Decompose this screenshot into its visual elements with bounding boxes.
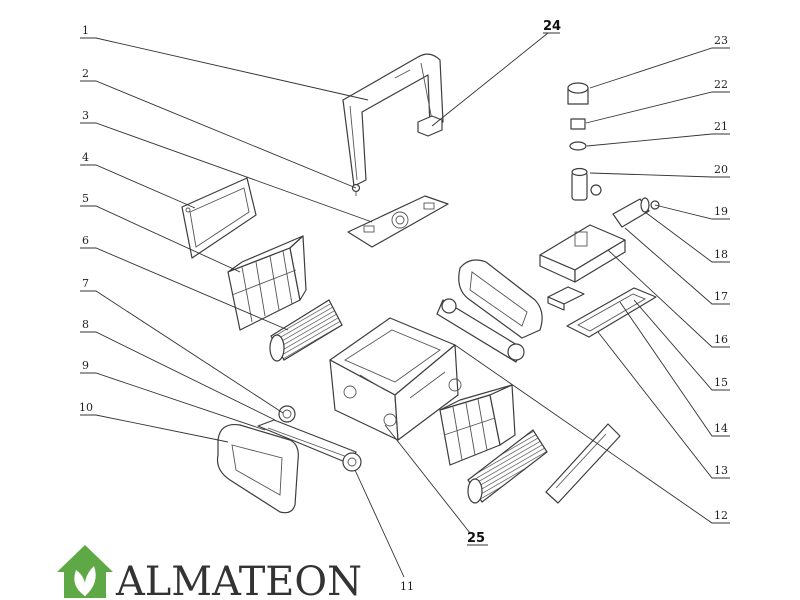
part-side-panel-left [216,423,299,514]
callout-7: 7 [82,277,89,290]
part-chassis [329,317,462,441]
callout-4: 4 [82,151,89,164]
part-coupling [570,118,586,130]
callout-9: 9 [82,359,89,372]
callout-13: 13 [714,464,728,477]
house-leaf-icon [57,545,113,598]
callout-25: 25 [467,531,485,546]
part-filter-basket [227,235,307,331]
part-pump-motor [612,197,650,228]
part-brush-right [467,429,548,504]
callout-19: 19 [714,205,728,218]
part-screw [351,183,361,196]
callout-1: 1 [82,24,89,37]
callout-11: 11 [400,580,414,593]
part-motor-bottle [571,167,588,201]
part-filter-basket-right [439,384,516,466]
part-track-belt [257,419,357,465]
part-side-panel-right [458,259,543,339]
part-handle-clip [417,115,443,137]
part-top-plate [347,195,449,248]
callout-15: 15 [714,376,728,389]
leader-lines [80,32,730,578]
callout-5: 5 [82,192,89,205]
callout-2: 2 [82,67,89,80]
part-flap-right [545,423,621,504]
part-wheel [342,452,362,472]
part-seal [590,184,602,196]
callout-17: 17 [714,290,728,303]
part-track-belt-right [436,298,525,363]
part-ring [569,141,587,151]
part-brush-left [269,299,343,362]
callout-18: 18 [714,248,728,261]
part-handle [342,53,444,187]
callout-12: 12 [714,509,728,522]
part-motor-cap [567,82,589,105]
callout-6: 6 [82,234,89,247]
callout-16: 16 [714,333,728,346]
callout-14: 14 [714,422,728,435]
callout-21: 21 [714,120,728,133]
brand-name: ALMATEON [115,559,362,600]
callout-10: 10 [79,401,93,414]
part-flap-panel [181,177,257,259]
part-connector-block [547,286,585,311]
callout-8: 8 [82,318,89,331]
part-drive-gear [278,405,296,423]
callout-23: 23 [714,34,728,47]
callout-labels: 1 2 3 4 5 6 7 8 9 10 11 12 13 14 15 16 1… [79,19,728,593]
callout-22: 22 [714,78,728,91]
callout-24: 24 [543,19,561,34]
brand-logo: ALMATEON [57,545,362,600]
callout-20: 20 [714,163,728,176]
callout-3: 3 [82,109,89,122]
